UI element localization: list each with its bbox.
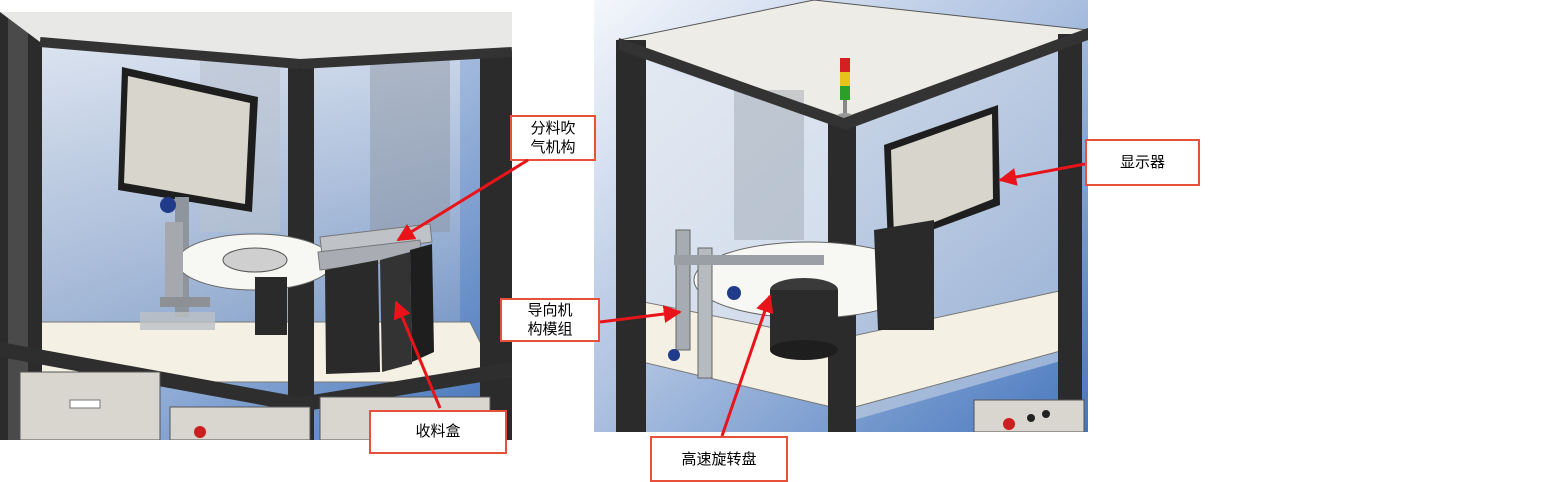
label-guide-module-line2: 构模组 — [527, 320, 573, 338]
label-feed-blow-mechanism-line2: 气机构 — [530, 138, 576, 156]
left-machine-render — [0, 12, 512, 440]
label-feed-blow-mechanism: 分料吹 气机构 — [510, 115, 596, 161]
arrow-to-guide-module — [599, 305, 682, 324]
label-rotary-disk: 高速旋转盘 — [650, 436, 788, 482]
label-collection-box: 收料盒 — [369, 410, 507, 454]
label-collection-box-text: 收料盒 — [415, 422, 461, 440]
label-guide-module: 导向机 构模组 — [500, 298, 600, 342]
label-feed-blow-mechanism-line1: 分料吹 — [530, 119, 576, 137]
label-guide-module-line1: 导向机 — [527, 301, 573, 319]
label-display-screen-text: 显示器 — [1119, 153, 1165, 171]
arrow-to-collection-box — [393, 300, 442, 409]
arrow-to-feed-blow-mechanism — [396, 158, 529, 242]
arrow-to-rotary-disk — [720, 294, 774, 437]
arrow-to-display-screen — [998, 162, 1086, 186]
label-display-screen: 显示器 — [1085, 139, 1200, 186]
label-rotary-disk-text: 高速旋转盘 — [681, 449, 757, 468]
